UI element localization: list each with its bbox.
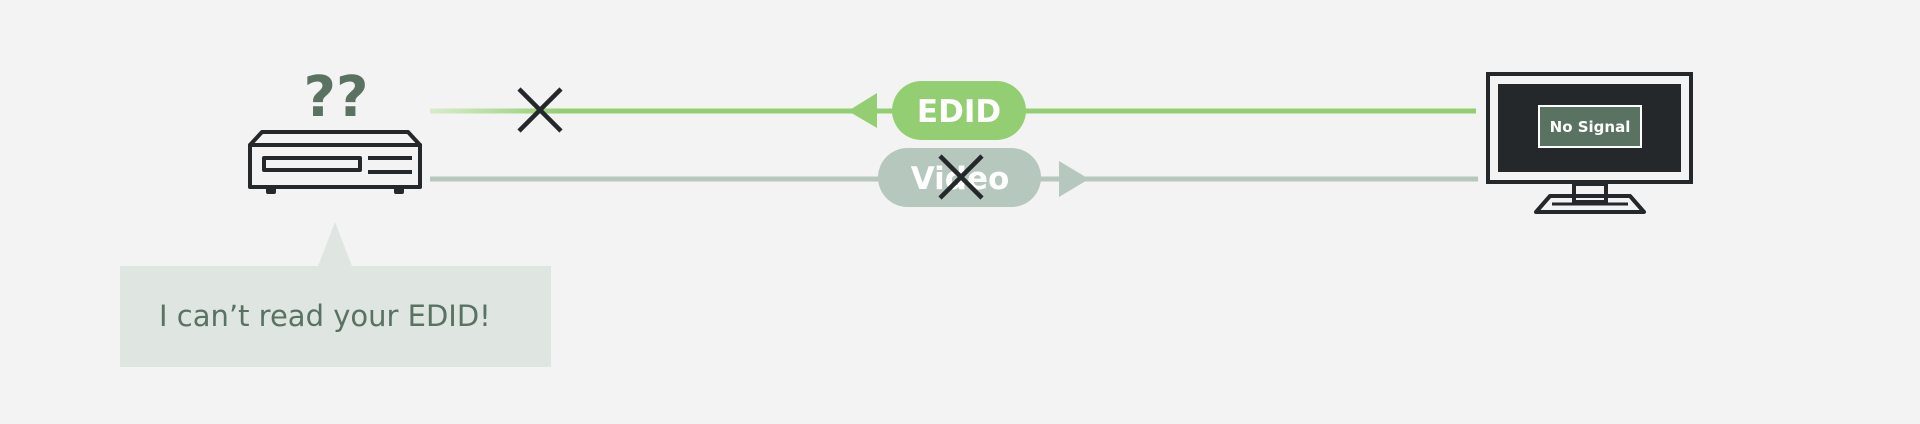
edid-label: EDID [917,94,1001,130]
display-device: No Signal [1486,72,1693,214]
edid-blocked-x-icon [517,87,563,133]
set-top-box-icon [248,130,422,194]
video-arrowhead [1059,161,1089,197]
question-marks: ?? [304,65,369,130]
callout-pointer [318,222,352,266]
video-blocked-x-icon [938,154,984,200]
edid-pill [892,81,1026,140]
edid-arrowhead [848,93,877,128]
source-device: ?? [248,65,422,194]
no-signal-label: No Signal [1550,118,1631,136]
no-signal-badge [1538,105,1642,148]
edid-channel: EDID [430,81,1476,140]
monitor-icon [1486,72,1693,214]
callout-box [120,266,551,367]
speech-callout: I can’t read your EDID! [120,222,551,367]
callout-text: I can’t read your EDID! [159,299,491,333]
video-channel: Video [430,148,1478,207]
